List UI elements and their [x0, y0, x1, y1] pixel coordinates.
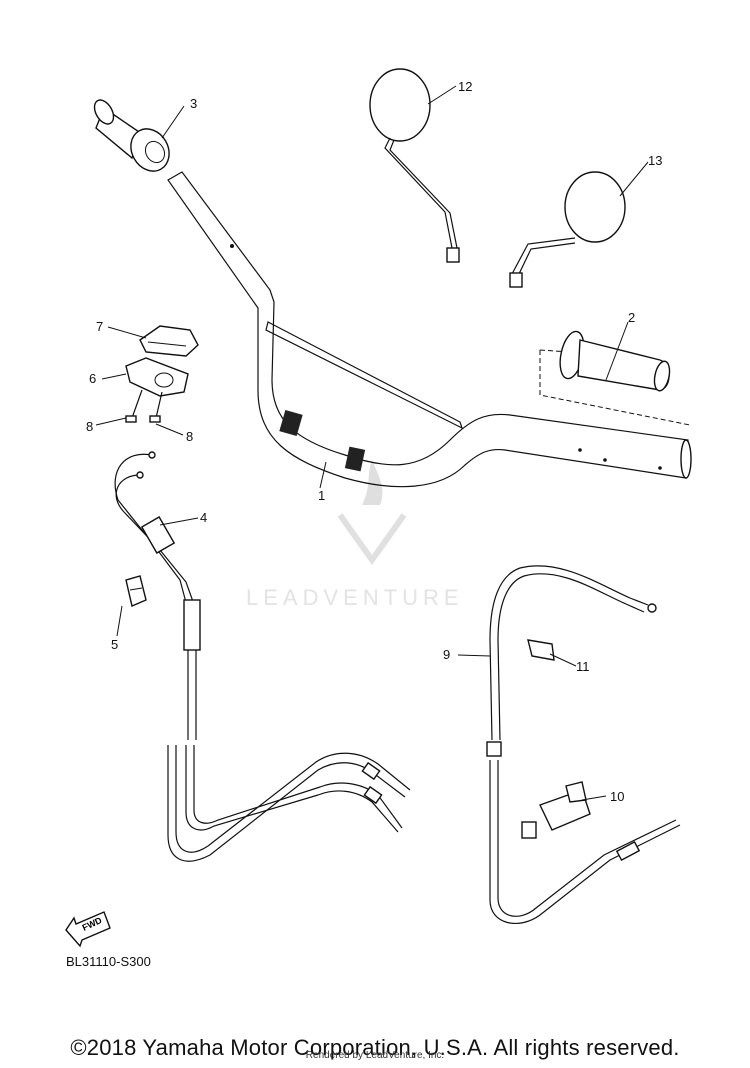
fwd-arrow-icon — [65, 911, 111, 948]
label-part-8-left: 8 — [86, 419, 93, 434]
diagram-code: BL31110-S300 — [66, 954, 151, 969]
throttle-cable[interactable] — [114, 451, 411, 862]
cable-clamp[interactable] — [125, 575, 147, 607]
label-part-2: 2 — [628, 310, 635, 325]
cable-guide[interactable] — [521, 781, 591, 839]
label-part-5: 5 — [111, 637, 118, 652]
label-part-10: 10 — [610, 789, 624, 804]
label-part-9: 9 — [443, 647, 450, 662]
handlebar[interactable] — [167, 171, 692, 488]
label-part-11: 11 — [576, 659, 590, 674]
bolt-left[interactable] — [125, 389, 143, 423]
watermark-logo — [337, 460, 407, 566]
label-part-12: 12 — [458, 79, 472, 94]
label-part-8-right: 8 — [186, 429, 193, 444]
mirror-left[interactable] — [369, 68, 460, 263]
handlebar-holder-upper[interactable] — [139, 325, 199, 357]
label-part-3: 3 — [190, 96, 197, 111]
copyright-notice: ©2018 Yamaha Motor Corporation, U.S.A. A… — [70, 1035, 680, 1060]
mirror-right[interactable] — [509, 171, 626, 288]
throttle-grip[interactable] — [91, 97, 177, 178]
leader-lines — [95, 85, 649, 801]
label-part-7: 7 — [96, 319, 103, 334]
clutch-cable[interactable] — [486, 565, 681, 924]
rendered-by-credit: Rendered by LeadVenture, Inc. — [305, 1050, 445, 1061]
grip[interactable] — [539, 329, 691, 426]
watermark-text: LEADVENTURE — [246, 585, 464, 610]
cable-holder[interactable] — [527, 639, 555, 661]
label-part-1: 1 — [318, 488, 325, 503]
label-part-6: 6 — [89, 371, 96, 386]
bolt-right[interactable] — [149, 391, 163, 423]
label-part-4: 4 — [200, 510, 207, 525]
label-part-13: 13 — [648, 153, 662, 168]
handlebar-holder-lower[interactable] — [125, 357, 189, 397]
